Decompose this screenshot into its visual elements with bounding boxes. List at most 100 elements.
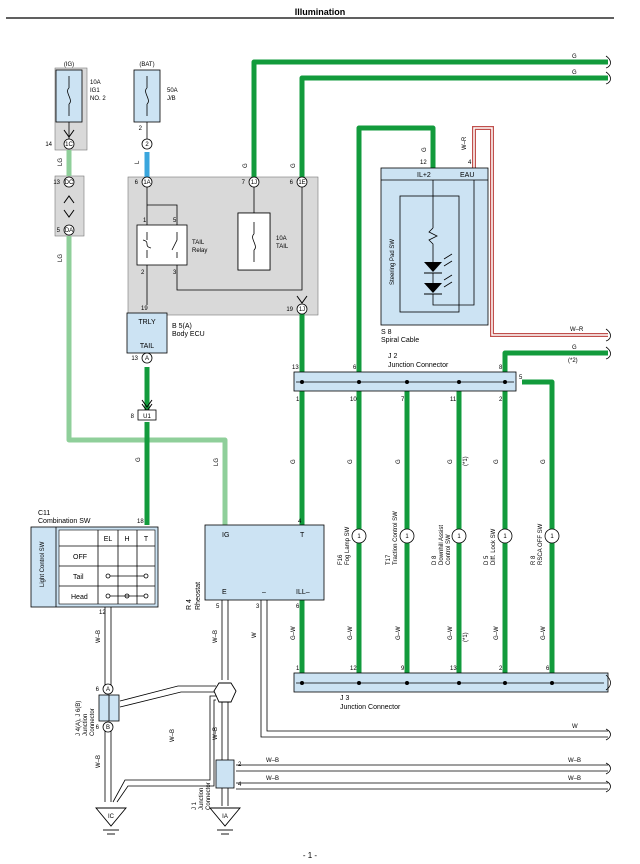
svg-text:OFF: OFF	[73, 554, 87, 561]
svg-text:1: 1	[357, 534, 361, 540]
ground-ic: IC	[108, 814, 115, 820]
connector-da	[63, 224, 75, 236]
svg-text:E: E	[222, 589, 227, 596]
led-icon	[424, 262, 442, 272]
svg-text:13: 13	[131, 356, 138, 362]
connector-u1	[137, 409, 157, 421]
svg-text:Diff. Lock SW: Diff. Lock SW	[491, 528, 497, 565]
light-control-sw: Light Control SW	[40, 541, 46, 587]
svg-text:T: T	[144, 536, 149, 543]
fuse-bat-name: J/B	[167, 96, 176, 102]
switch-contacts	[105, 573, 149, 599]
svg-text:T: T	[300, 532, 305, 539]
svg-text:10A: 10A	[276, 236, 287, 242]
svg-text:7: 7	[401, 397, 405, 403]
svg-text:LG: LG	[58, 254, 64, 262]
j2-name: Junction Connector	[388, 362, 449, 369]
svg-text:Tail: Tail	[73, 574, 84, 581]
svg-text:8: 8	[499, 365, 503, 371]
svg-text:W–R: W–R	[462, 136, 468, 150]
svg-text:1C: 1C	[65, 142, 73, 148]
svg-text:6: 6	[135, 180, 139, 186]
j2-dots	[300, 380, 507, 384]
svg-text:A: A	[145, 356, 149, 362]
svg-text:10: 10	[350, 397, 357, 403]
wb-wires	[104, 600, 608, 806]
svg-text:B: B	[106, 725, 110, 731]
svg-text:ILL–: ILL–	[296, 589, 310, 596]
svg-text:G: G	[448, 459, 454, 464]
ground-ia-icon	[209, 807, 241, 835]
fuse-bat-icon	[145, 76, 149, 116]
svg-text:G: G	[243, 163, 249, 168]
relay-coil-icon	[142, 232, 152, 258]
g-wire-spiral	[356, 125, 436, 372]
svg-text:W–B: W–B	[96, 630, 102, 643]
svg-text:1: 1	[296, 397, 300, 403]
svg-text:2: 2	[145, 142, 149, 148]
svg-text:7: 7	[242, 180, 246, 186]
steering-pad-sw	[399, 195, 460, 313]
svg-text:W–R: W–R	[570, 327, 584, 333]
svg-text:6: 6	[96, 725, 100, 731]
svg-text:6: 6	[290, 180, 294, 186]
svg-text:4: 4	[298, 519, 302, 525]
relay-switch-icon	[171, 232, 178, 258]
splice-node	[213, 682, 237, 703]
connector-1c	[63, 138, 75, 150]
connector-j4-a	[102, 683, 114, 695]
svg-text:G: G	[572, 54, 577, 60]
j1-code: J 1	[192, 801, 198, 810]
page-title: Illumination	[295, 7, 346, 17]
svg-text:14: 14	[45, 142, 52, 148]
svg-text:W–B: W–B	[266, 758, 279, 764]
svg-text:G–W: G–W	[448, 626, 454, 640]
svg-text:W–B: W–B	[568, 758, 581, 764]
svg-text:Steering Pad SW: Steering Pad SW	[390, 239, 396, 285]
svg-text:2: 2	[139, 126, 143, 132]
downhill-line1: Downhill Assist	[439, 525, 445, 565]
svg-text:G: G	[572, 70, 577, 76]
j4-name-1: Junction	[83, 714, 89, 736]
svg-text:G: G	[422, 147, 428, 152]
svg-text:IG: IG	[222, 532, 229, 539]
svg-text:2: 2	[499, 666, 503, 672]
switch-traction-control: 1	[399, 528, 415, 544]
svg-text:1: 1	[457, 534, 461, 540]
svg-text:W–B: W–B	[213, 727, 219, 740]
svg-text:G–W: G–W	[396, 626, 402, 640]
combo-name: Combination SW	[38, 518, 91, 525]
g-wire-1	[251, 59, 608, 178]
switch-fog-lamp: 1	[351, 528, 367, 544]
svg-text:2: 2	[238, 762, 242, 768]
j3-name: Junction Connector	[340, 704, 401, 711]
svg-text:13: 13	[450, 666, 457, 672]
svg-text:1: 1	[143, 218, 147, 224]
svg-text:DC: DC	[65, 180, 74, 186]
svg-text:TAIL: TAIL	[140, 343, 154, 350]
svg-text:TRLY: TRLY	[138, 319, 156, 326]
svg-text:LG: LG	[214, 458, 220, 466]
j1-name-1: Junction	[199, 788, 205, 810]
svg-text:G–W: G–W	[291, 626, 297, 640]
svg-text:19: 19	[141, 306, 148, 312]
svg-text:1E: 1E	[298, 180, 305, 186]
svg-text:W: W	[252, 632, 258, 638]
svg-text:Traction Control SW: Traction Control SW	[393, 511, 399, 565]
g-wire-2	[299, 75, 608, 178]
j1-name-2: Connector	[206, 782, 212, 810]
svg-text:12: 12	[420, 160, 427, 166]
svg-text:5: 5	[216, 604, 220, 610]
svg-text:1: 1	[296, 666, 300, 672]
fuse-ig1-icon	[67, 76, 71, 116]
svg-text:IL+2: IL+2	[417, 172, 431, 179]
svg-text:G: G	[348, 459, 354, 464]
page-number: - 1 -	[303, 851, 318, 860]
spiral-code: S 8	[381, 329, 392, 336]
svg-text:2: 2	[499, 397, 503, 403]
fuse-bat-rating: 50A	[167, 88, 178, 94]
wr-wire	[472, 126, 608, 337]
svg-text:2: 2	[141, 270, 145, 276]
led-icon	[424, 283, 442, 293]
svg-text:6: 6	[296, 604, 300, 610]
